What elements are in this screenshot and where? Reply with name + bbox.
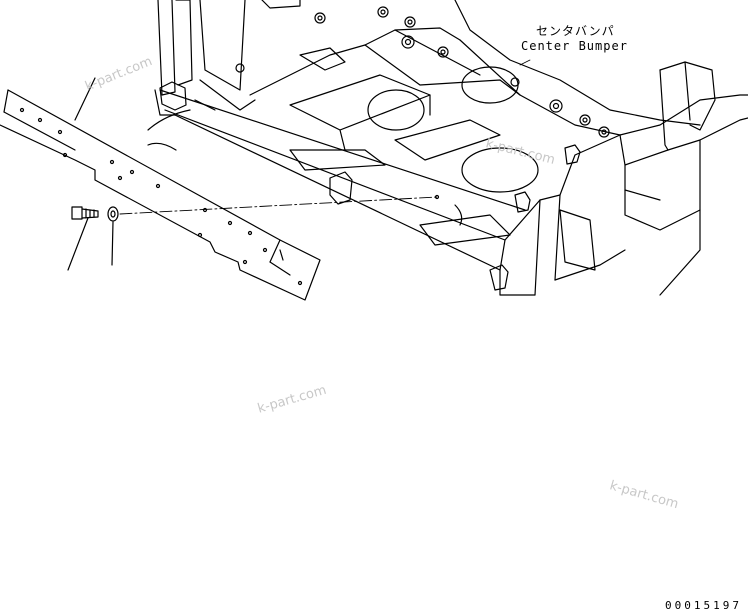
assembly-centerline [119, 196, 438, 215]
part-name-en: Center Bumper [521, 39, 628, 53]
part-name-leader [519, 59, 531, 66]
bumper-plate [0, 77, 321, 301]
figure-number: 00015197 [665, 599, 742, 612]
washer [107, 206, 119, 266]
part-name-jp: センタバンパ [536, 24, 615, 38]
center-beam [147, 74, 581, 296]
main-frame [157, 0, 748, 296]
bolt [67, 206, 99, 271]
